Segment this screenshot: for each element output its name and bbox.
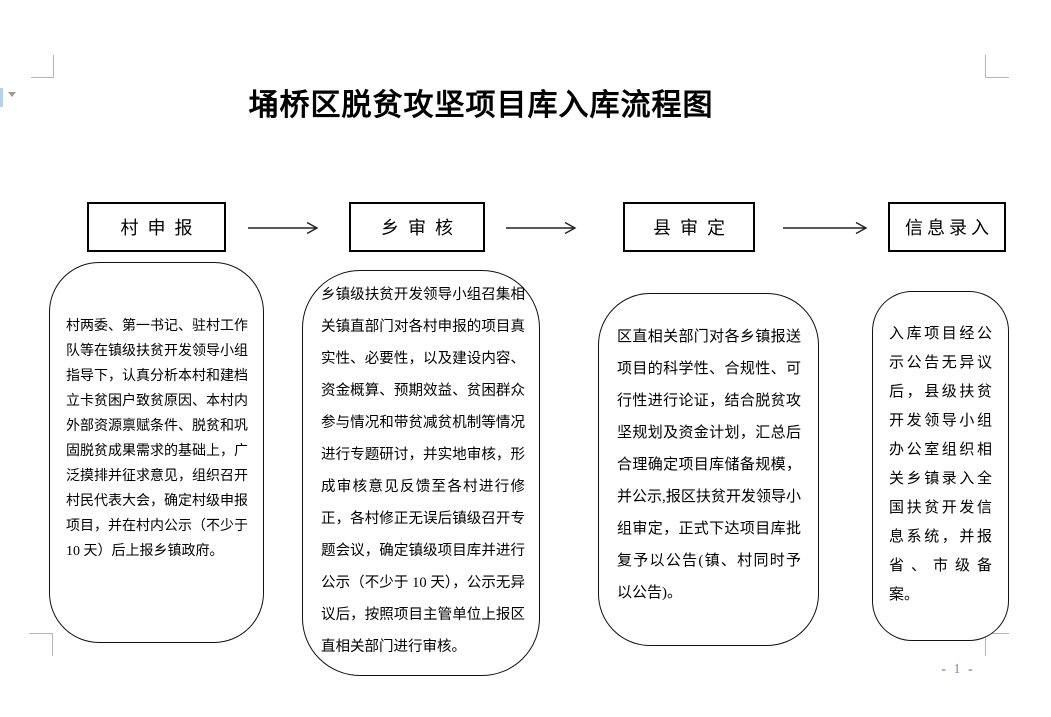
- collapse-triangle-icon: [8, 92, 16, 97]
- page-number-suffix: -: [968, 662, 975, 677]
- text-boundary-mark-top-left-h: [31, 77, 54, 78]
- text-boundary-mark-bottom-right-h: [985, 633, 1009, 634]
- flow-step-label: 县审定: [653, 218, 734, 238]
- flow-step-label: 村申报: [120, 218, 202, 238]
- text-boundary-mark-bottom-right-v: [985, 633, 986, 656]
- arrow-right-icon: [246, 220, 320, 236]
- page-number-value: 1: [953, 662, 963, 677]
- text-boundary-mark-top-right-h: [985, 77, 1009, 78]
- page-number-prefix: -: [941, 662, 948, 677]
- flow-step-entry-box: 信息录入: [888, 202, 1006, 252]
- flow-step-county-detail: 区直相关部门对各乡镇报送项目的科学性、合规性、可行性进行论证，结合脱贫攻坚规划及…: [598, 293, 819, 646]
- arrow-right-icon: [781, 220, 869, 236]
- text-boundary-mark-bottom-left-v: [52, 633, 53, 656]
- page-number: - 1 -: [930, 662, 986, 678]
- flow-step-entry-detail: 入库项目经公示公告无异议后，县级扶贫开发领导小组办公室组织相关乡镇录入全国扶贫开…: [872, 291, 1009, 641]
- flow-step-township-detail: 乡镇级扶贫开发领导小组召集相关镇直部门对各村申报的项目真实性、必要性，以及建设内…: [302, 270, 540, 676]
- left-margin-bar: [0, 88, 3, 107]
- text-boundary-mark-top-left-v: [53, 55, 54, 78]
- text-boundary-mark-top-right-v: [985, 55, 986, 78]
- flow-step-label: 乡审核: [381, 218, 462, 238]
- flow-step-county-box: 县审定: [623, 202, 755, 252]
- text-boundary-mark-bottom-left-h: [29, 633, 52, 634]
- flow-step-village-detail: 村两委、第一书记、驻村工作队等在镇级扶贫开发领导小组指导下，认真分析本村和建档立…: [49, 262, 264, 643]
- arrow-right-icon: [504, 220, 578, 236]
- flow-step-township-box: 乡审核: [349, 202, 485, 252]
- flow-step-village-box: 村申报: [87, 202, 226, 252]
- document-title: 埇桥区脱贫攻坚项目库入库流程图: [248, 89, 714, 122]
- flow-step-label: 信息录入: [905, 218, 993, 238]
